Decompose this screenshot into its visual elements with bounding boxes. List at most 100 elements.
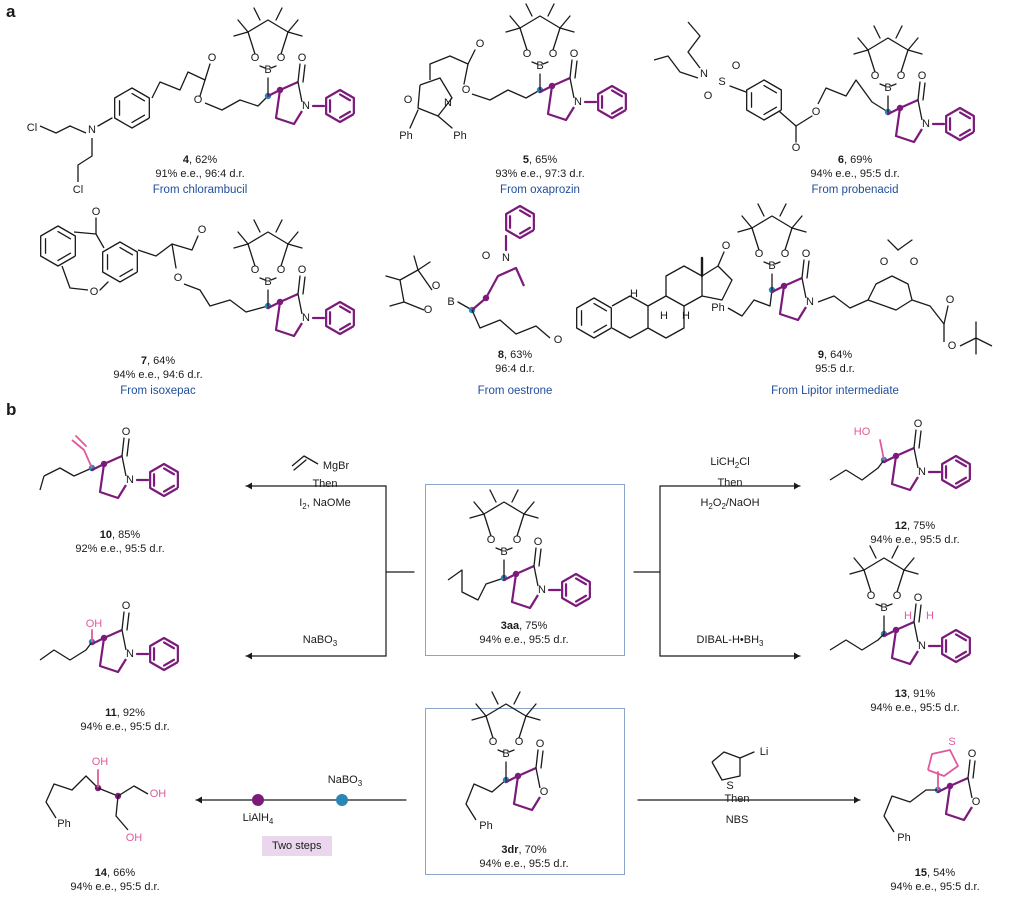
structure-8-c-ring	[647, 295, 685, 339]
structure-8-aromatic-a-ring-double	[593, 324, 608, 334]
structure-7-bpin-methyl	[287, 231, 299, 245]
structure-3aa-bpin-bond	[506, 547, 513, 551]
source-5: From oxaprozin	[500, 184, 580, 196]
structure-5-bond	[409, 109, 419, 129]
structure-15-thiophene	[927, 749, 959, 777]
structure-10-lactam-bond	[103, 454, 123, 466]
structure-7-bpin-methyl	[233, 243, 249, 249]
structure-5-bpin-methyl	[525, 3, 533, 17]
compound-label-3dr: 3dr, 70% 94% e.e., 95:5 d.r.	[479, 844, 569, 870]
structure-5-bpin-methyl	[559, 27, 575, 33]
structure-7-aryl	[102, 241, 138, 283]
structure-4-lactam-carbonyl	[297, 63, 301, 83]
reagent-12-line1: LiCH2Cl	[710, 456, 750, 471]
structure-13-hydrogen: H	[904, 610, 912, 622]
structure-9-methyl	[887, 239, 899, 251]
structure-4-bond	[97, 117, 113, 127]
structure-14-chain	[117, 785, 149, 797]
compound-label-10: 10, 85% 92% e.e., 95:5 d.r.	[75, 529, 165, 555]
structure-8-nitrogen: N	[502, 252, 510, 264]
reagent-14-b: NaBO3	[327, 774, 363, 789]
panel-label-a: a	[6, 2, 16, 21]
structure-10-lactam-ring	[98, 463, 127, 500]
structure-15-lactone-oxygen: O	[972, 796, 981, 808]
structure-4-lactam-carbonyl	[302, 64, 306, 83]
structure-8-methyl	[413, 255, 419, 271]
compound-label-4: 4, 62% 91% e.e., 96:4 d.r.	[155, 154, 245, 180]
structure-3dr-lactone-oxygen: O	[536, 738, 545, 750]
reagent-12-line3: H2O2/NaOH	[700, 497, 760, 512]
structure-4-chain	[77, 138, 93, 182]
structure-12-hydroxymethyl	[879, 439, 885, 461]
structure-15-lactone-oxygen: O	[968, 748, 977, 760]
reagent-12-then: Then	[717, 477, 743, 489]
structure-12-hexyl	[829, 467, 879, 481]
structure-9-lactam-carbonyl	[806, 260, 810, 279]
structure-12-lactam-phenyl-double	[954, 476, 968, 485]
structure-9-lactam-carbonyl	[801, 259, 805, 279]
structure-7-ester-oxygen: O	[174, 272, 183, 284]
structure-3dr-bpin-methyl	[491, 691, 499, 705]
structure-6-propyl	[687, 21, 701, 69]
structure-5-ester-oxygen: O	[462, 84, 471, 96]
structure-4-ester-oxygen: O	[194, 94, 203, 106]
structure-8-hydrogen: H	[682, 310, 690, 322]
structure-7-bond	[99, 281, 109, 291]
structure-9-phenyl: Ph	[711, 302, 724, 314]
structure-7-lactam-bond	[279, 292, 299, 304]
structure-12-lactam-oxygen: O	[914, 418, 923, 430]
structure-13-pyrrolidine-bond	[895, 620, 915, 632]
structure-7-lactam-oxygen: O	[298, 264, 307, 276]
structure-7-lactam-carbonyl	[297, 275, 301, 295]
structure-4-lactam-phenyl-double	[338, 110, 352, 119]
structure-3aa-bpin-boron: B	[500, 546, 507, 558]
reagent-10-line3: I2, NaOMe	[299, 497, 351, 512]
structure-6-ester-oxygen: O	[812, 106, 821, 118]
structure-3dr-bpin-boron: B	[502, 748, 509, 760]
structure-3dr-lactone-carbonyl	[535, 749, 539, 769]
structure-12-lactam-ring	[890, 455, 919, 492]
structure-9-bpin-methyl	[741, 215, 753, 229]
structure-13-pyrrolidine-phenyl-double	[954, 650, 968, 659]
panel-label-b: b	[6, 400, 17, 419]
structure-5-bond	[437, 115, 453, 129]
structure-9-carbonyl	[943, 305, 949, 325]
structure-11-lactam-phenyl	[149, 636, 179, 672]
structure-7-lactam-stereocenter	[276, 298, 284, 306]
structure-4-chain	[39, 125, 87, 134]
structure-5-chain	[429, 55, 469, 80]
structure-15-chain	[883, 789, 927, 833]
structure-3dr-bpin-bond	[497, 749, 504, 753]
structure-10-lactam-phenyl-double	[162, 484, 176, 493]
structure-6-lactam-carbonyl	[922, 82, 926, 101]
structure-4-lactam-phenyl-double	[338, 93, 352, 102]
structure-4-bpin-bond	[259, 65, 266, 69]
structure-4-chlorine: Cl	[27, 122, 37, 134]
structure-4-bpin-methyl	[233, 31, 249, 37]
reagent-11: NaBO3	[302, 634, 338, 649]
structure-8-methyl	[389, 301, 405, 307]
compound-label-12: 12, 75% 94% e.e., 95:5 d.r.	[870, 520, 960, 546]
structure-3dr-lactone-ring	[512, 775, 541, 812]
structure-7-oxygen: O	[92, 206, 101, 218]
compound-label-8: 8, 63% 96:4 d.r.	[495, 349, 535, 375]
structure-5-lactam-carbonyl	[574, 60, 578, 79]
box-3aa	[425, 484, 625, 656]
structure-9-lactam-stereocenter	[780, 282, 788, 290]
structure-11-lactam-oxygen: O	[122, 600, 131, 612]
structure-3aa-lactam-bond	[515, 564, 535, 576]
structure-7-lactam-bond	[297, 293, 303, 315]
structure-10-hexyl	[39, 475, 45, 491]
structure-3dr-lactone-stereocenter	[514, 772, 522, 780]
structure-13-hydrogen: H	[926, 610, 934, 622]
structure-15-lactone-carbonyl	[967, 759, 971, 779]
structure-5-bpin-methyl	[509, 15, 521, 29]
structure-3aa-lactam-bond	[533, 565, 539, 587]
structure-6-aryl	[746, 79, 782, 121]
structure-3aa-bpin-methyl	[489, 489, 497, 503]
structure-8-hydrogen: H	[630, 288, 638, 300]
structure-4-bpin-oxygen: O	[251, 52, 260, 64]
structure-8-carbonyl	[717, 251, 725, 267]
structure-7-bpin-methyl	[275, 219, 283, 233]
